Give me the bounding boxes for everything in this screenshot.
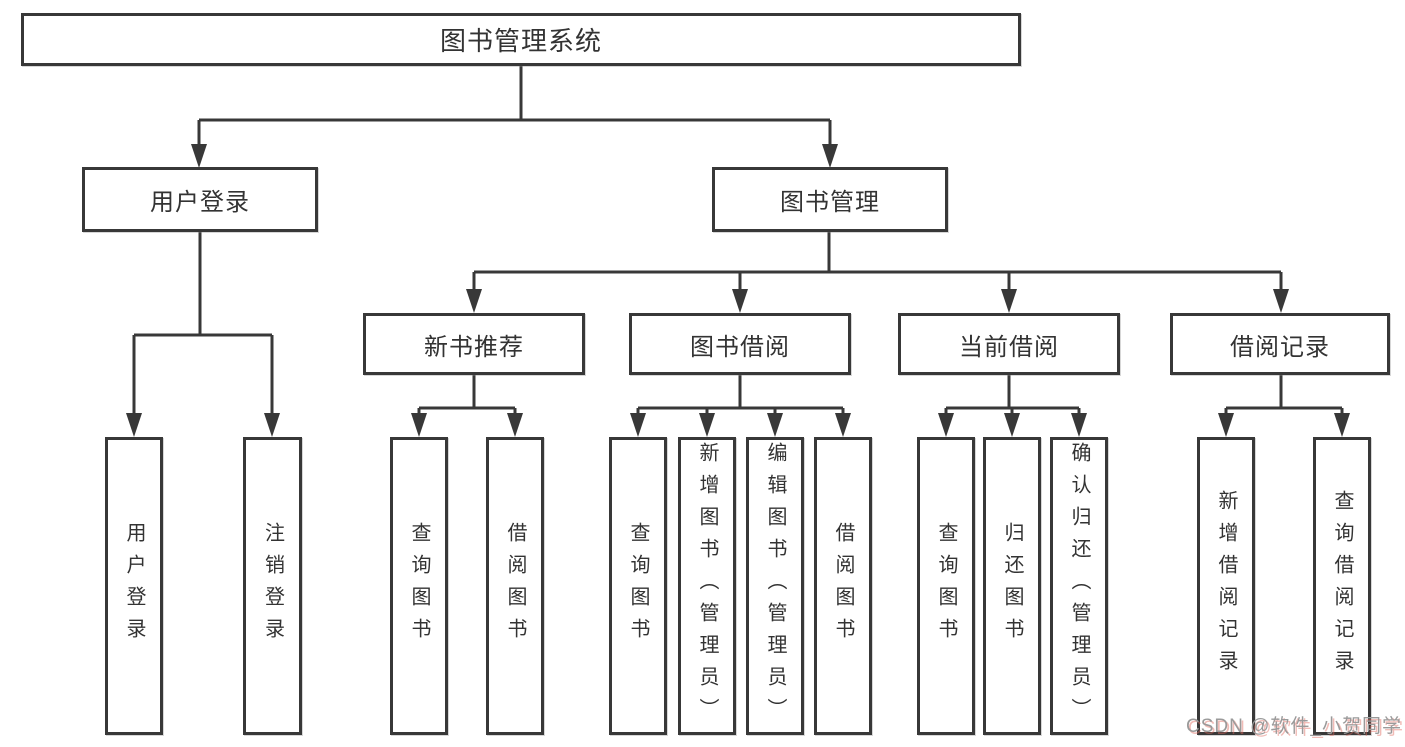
- leaf-record-query-borrow-record: 查询借阅记录: [1313, 437, 1371, 735]
- leaf-newrec-borrow-book: 借阅图书: [486, 437, 544, 735]
- leaf-current-query-book: 查询图书: [917, 437, 975, 735]
- node-label: 借阅图书: [504, 522, 526, 650]
- node-label: 借阅图书: [832, 522, 854, 650]
- node-new-book-recommend: 新书推荐: [363, 313, 585, 375]
- node-label: 用户登录: [123, 522, 145, 650]
- node-label: 当前借阅: [959, 333, 1059, 361]
- node-label: 图书管理: [780, 189, 880, 216]
- leaf-current-return-book: 归还图书: [983, 437, 1041, 735]
- node-book-borrowing: 图书借阅: [629, 313, 851, 375]
- node-label: 用户登录: [150, 189, 250, 216]
- node-label: 查询图书: [408, 522, 430, 650]
- node-book-management: 图书管理: [712, 167, 948, 232]
- leaf-logout: 注销登录: [243, 437, 302, 735]
- node-label: 图书借阅: [690, 333, 790, 361]
- leaf-record-add-borrow-record: 新增借阅记录: [1197, 437, 1255, 735]
- node-user-login: 用户登录: [82, 167, 318, 232]
- node-label: 图书管理系统: [439, 26, 602, 56]
- node-borrowing-records: 借阅记录: [1170, 313, 1390, 375]
- leaf-borrow-edit-book-admin: 编辑图书（管理员）: [746, 437, 804, 735]
- leaf-borrow-borrow-book: 借阅图书: [814, 437, 872, 735]
- leaf-borrow-add-book-admin: 新增图书（管理员）: [678, 437, 736, 735]
- node-label: 新增借阅记录: [1215, 490, 1237, 682]
- node-label: 查询借阅记录: [1331, 490, 1353, 682]
- node-label: 查询图书: [627, 522, 649, 650]
- leaf-current-confirm-return-admin: 确认归还（管理员）: [1050, 437, 1108, 735]
- leaf-borrow-query-book: 查询图书: [609, 437, 667, 735]
- node-label: 编辑图书（管理员）: [764, 442, 786, 730]
- node-current-borrowing: 当前借阅: [898, 313, 1120, 375]
- leaf-newrec-query-book: 查询图书: [390, 437, 448, 735]
- node-library-management-system: 图书管理系统: [21, 13, 1021, 66]
- node-label: 注销登录: [261, 522, 284, 650]
- node-label: 新增图书（管理员）: [696, 442, 718, 730]
- node-label: 查询图书: [935, 522, 957, 650]
- node-label: 借阅记录: [1230, 333, 1330, 361]
- node-label: 归还图书: [1001, 522, 1023, 650]
- node-label: 确认归还（管理员）: [1068, 442, 1090, 730]
- node-label: 新书推荐: [424, 333, 524, 361]
- csdn-watermark: CSDN @软件_小贺同学: [1186, 716, 1402, 737]
- leaf-user-login: 用户登录: [105, 437, 163, 735]
